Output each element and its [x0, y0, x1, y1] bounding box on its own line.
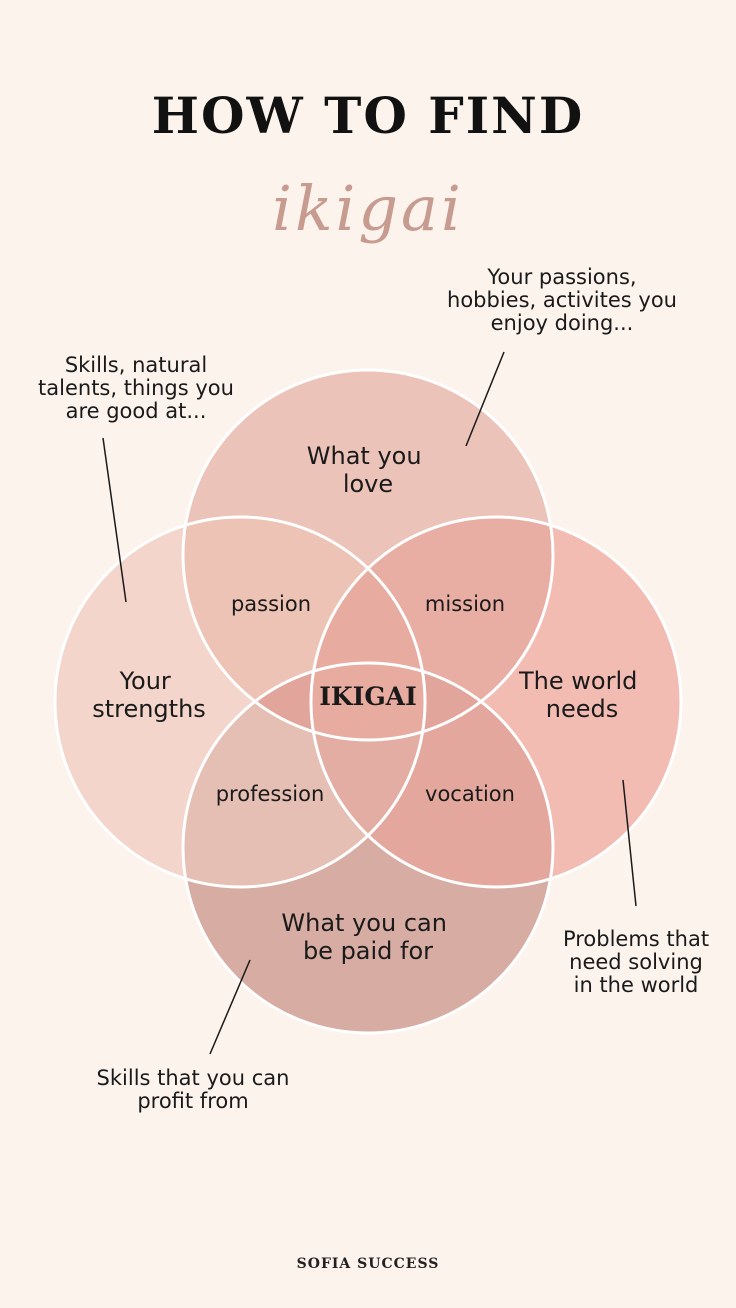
- love-note-line-1: Your passions,: [487, 265, 637, 289]
- ikigai-center-label: IKIGAI: [319, 682, 417, 711]
- world-connector-line: [622, 779, 637, 907]
- strengths-connector-line: [102, 437, 127, 603]
- ikigai-script-title: ikigai: [272, 172, 464, 245]
- strengths-note-line-1: Skills, natural: [64, 353, 208, 377]
- circle-outlines: [53, 368, 683, 1035]
- passion-label: passion: [231, 592, 311, 616]
- paid-note-line-2: profit from: [137, 1089, 249, 1113]
- brand-footer: SOFIA SUCCESS: [296, 1256, 440, 1272]
- mission-label: mission: [425, 592, 505, 616]
- strengths-label: Your strengths: [92, 667, 206, 723]
- paid-annotation: Skills that you can profit from: [72, 1067, 314, 1113]
- world-note-line-2: need solving: [569, 950, 703, 974]
- vocation-label: vocation: [425, 782, 515, 806]
- strengths-note-line-3: are good at...: [65, 399, 207, 423]
- paid-note-line-1: Skills that you can: [96, 1066, 290, 1090]
- love-note-line-3: enjoy doing...: [490, 311, 634, 335]
- world-annotation: Problems that need solving in the world: [530, 928, 736, 997]
- love-annotation: Your passions, hobbies, activites you en…: [432, 266, 692, 335]
- world-note-line-1: Problems that: [562, 927, 710, 951]
- profession-label: profession: [216, 782, 325, 806]
- paid-label: What you can be paid for: [281, 909, 454, 965]
- strengths-note-line-2: talents, things you: [38, 376, 234, 400]
- world-note-line-3: in the world: [573, 973, 699, 997]
- love-label: What you love: [307, 442, 429, 498]
- page-title: HOW TO FIND: [151, 86, 585, 145]
- paid-connector-line: [209, 959, 251, 1055]
- love-note-line-2: hobbies, activites you: [447, 288, 677, 312]
- connector-lines: [102, 351, 637, 1055]
- love-connector-line: [465, 351, 505, 447]
- world-label: The world needs: [518, 667, 645, 723]
- strengths-annotation: Skills, natural talents, things you are …: [24, 354, 248, 423]
